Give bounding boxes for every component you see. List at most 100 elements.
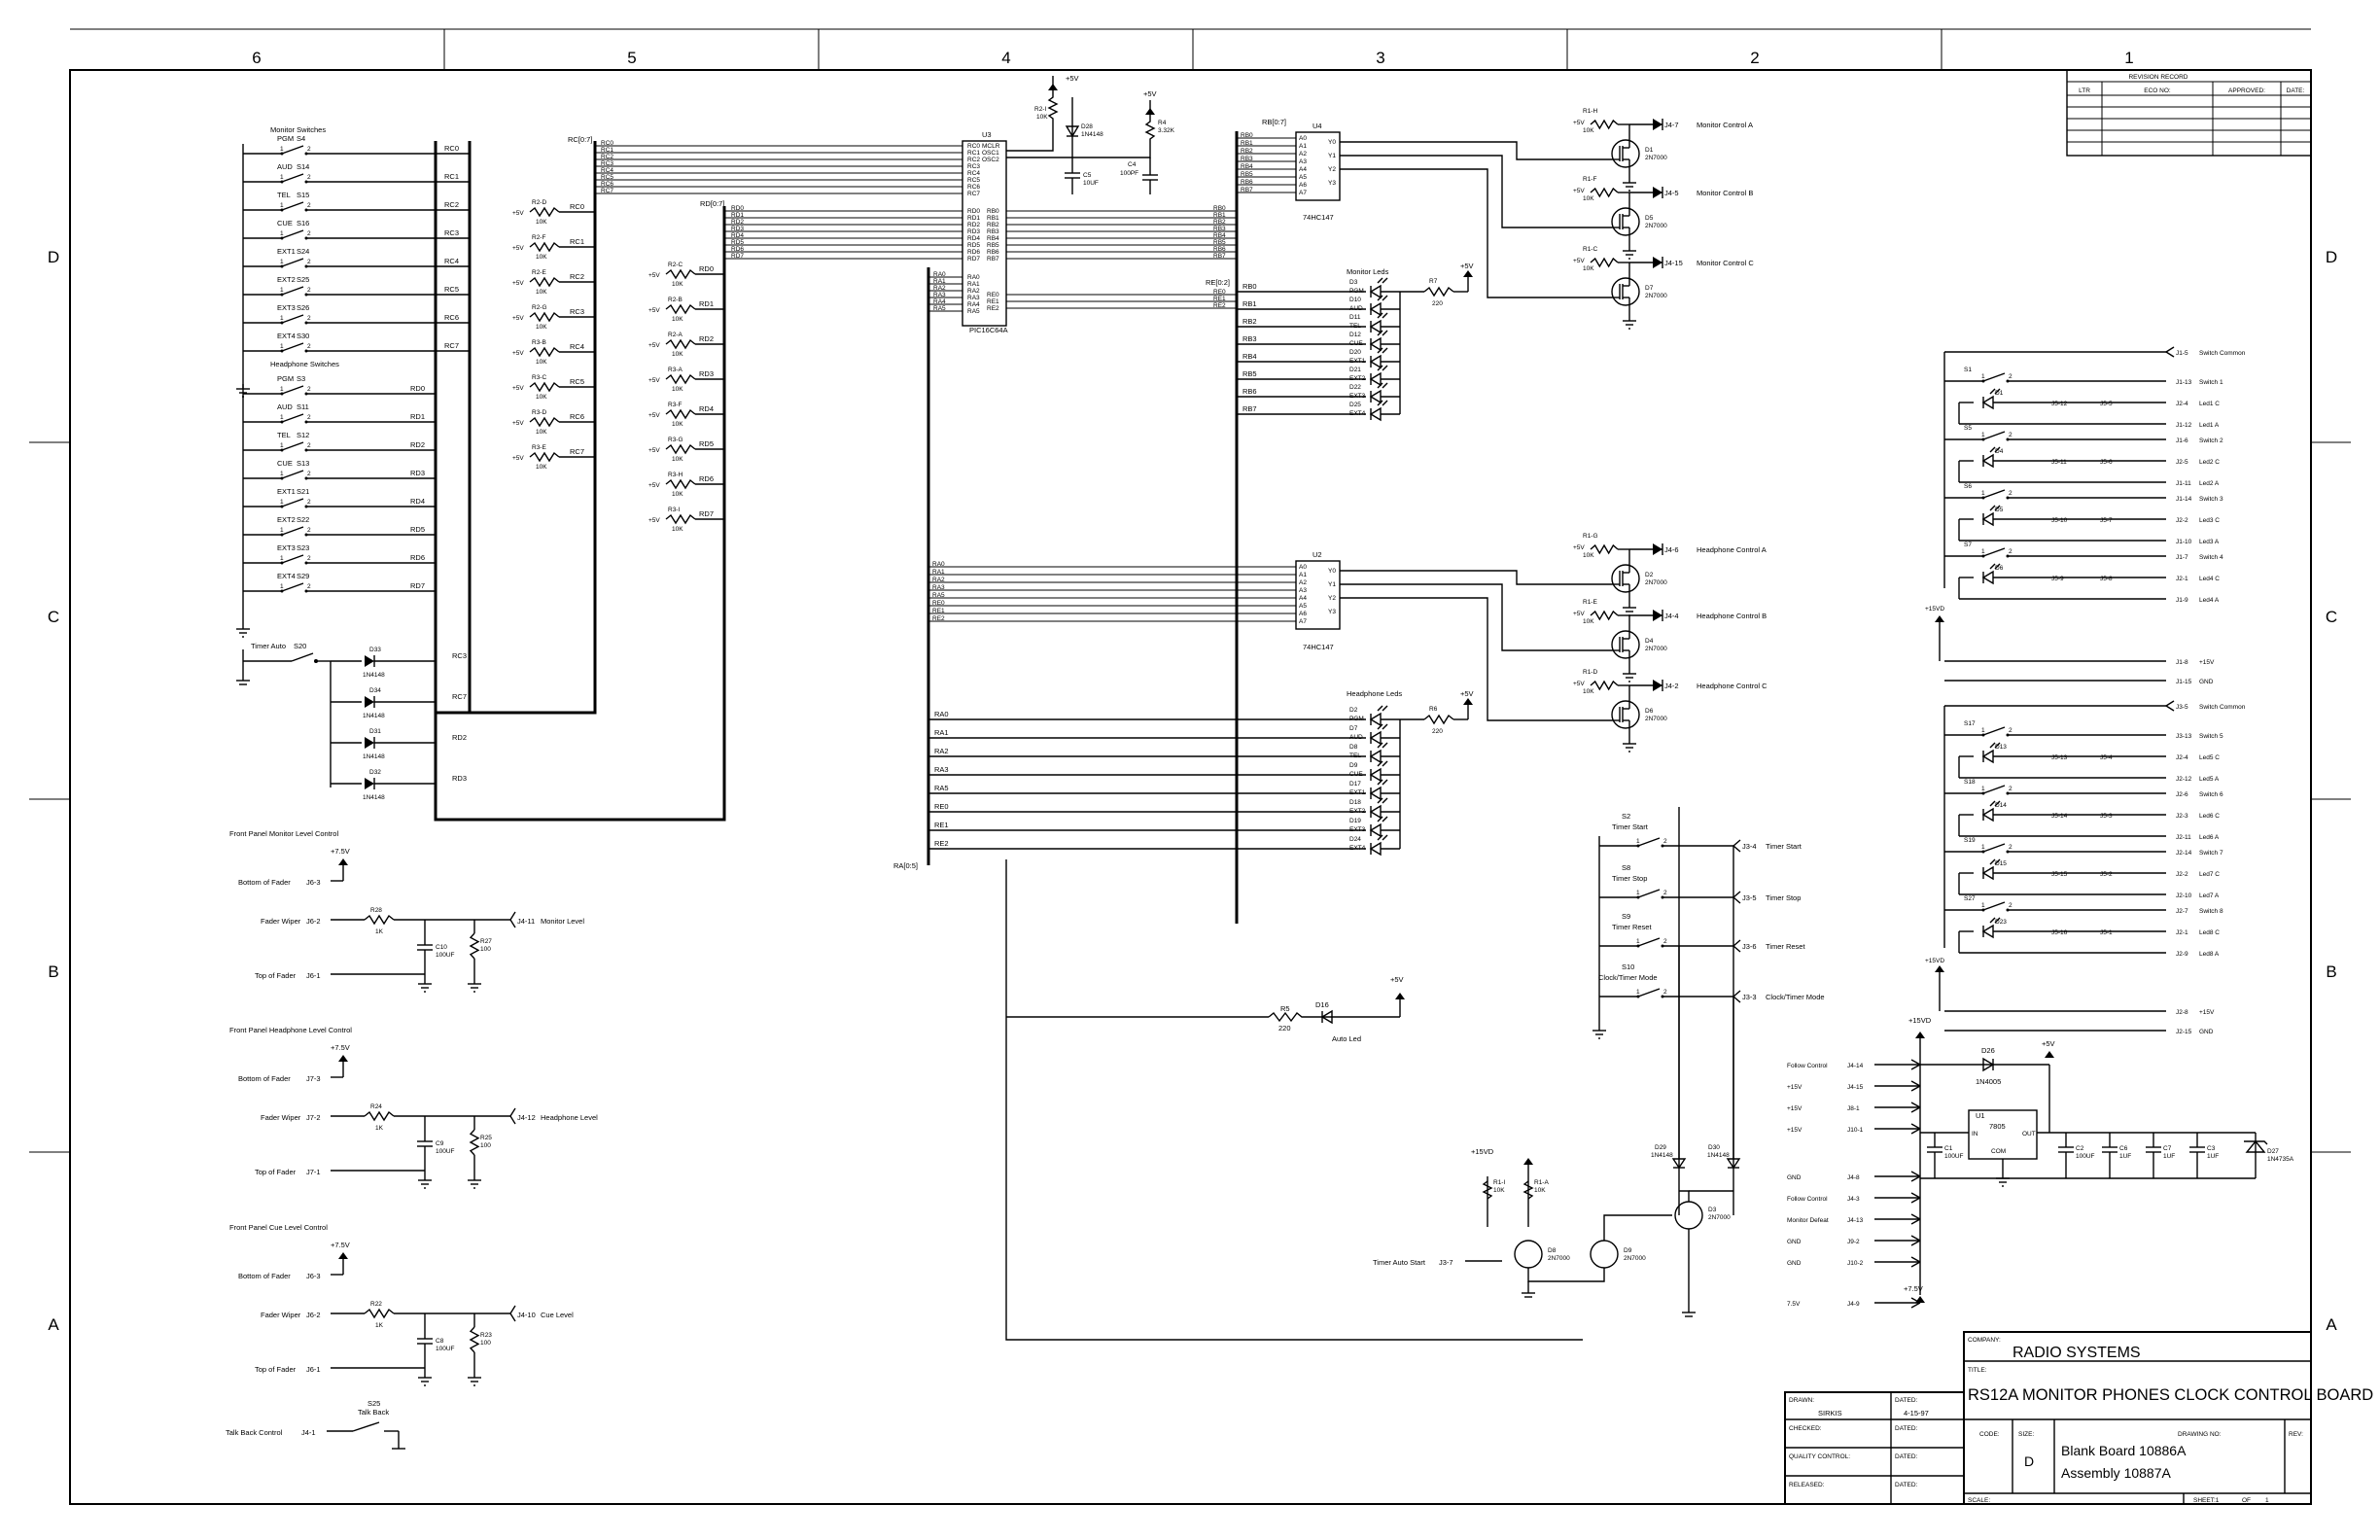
front-panel-level-controls: Front Panel Monitor Level Control+7.5VBo… <box>229 829 598 1386</box>
led-name: TEL <box>1349 752 1361 759</box>
encoder-net: RE0 <box>932 600 945 607</box>
switch-name: TEL <box>277 431 291 439</box>
pin-number: 1 <box>280 146 284 153</box>
right-conn-label: Led1 A <box>2199 422 2220 429</box>
led-res-val: 220 <box>1432 300 1443 307</box>
auto-led-supply: +5V <box>1390 975 1404 984</box>
switch-name: PGM <box>277 374 294 383</box>
j5-conn: J5-2 <box>2100 871 2113 878</box>
power-in-label: GND <box>1787 1260 1802 1267</box>
right-switch-ref: S27 <box>1964 895 1976 902</box>
pullup-ref: R3-C <box>532 374 546 381</box>
right-conn: J2-4 <box>2176 754 2188 761</box>
u3-pin-label: RB0 <box>987 208 999 215</box>
led-tel <box>1369 742 1388 764</box>
wire <box>1382 365 1388 371</box>
right-conn: J1-7 <box>2176 554 2188 561</box>
mosfet-part: 2N7000 <box>1645 646 1667 652</box>
encoder-net: RE2 <box>932 615 945 622</box>
right-conn-label: GND <box>2199 679 2214 685</box>
right-conn: J2-1 <box>2176 929 2188 936</box>
j5-conn: J5-3 <box>2100 813 2113 820</box>
wire <box>1910 1080 1921 1087</box>
pullup-ref: R3-F <box>668 402 682 408</box>
encoder-net: RB3 <box>1241 156 1253 162</box>
pin-number: 1 <box>280 259 284 265</box>
diode-ref: D32 <box>369 769 381 776</box>
switch-name: TEL <box>277 191 291 199</box>
pin-number: 2 <box>307 259 311 265</box>
encoder-pin-label: A2 <box>1299 151 1307 158</box>
right-conn-label: Led1 C <box>2199 401 2220 407</box>
led-ref: D11 <box>1349 314 1361 321</box>
level-out-label: Monitor Level <box>541 917 584 926</box>
power-cap-ref: C2 <box>2076 1145 2084 1152</box>
wire <box>1732 939 1741 947</box>
wire <box>281 441 304 451</box>
net-label: RC0 <box>570 202 584 211</box>
net-label: RC1 <box>444 172 459 181</box>
led-supply: +5V <box>1460 689 1474 698</box>
d26-part: 1N4005 <box>1976 1077 2001 1086</box>
right-conn-label: Switch Common <box>2199 350 2246 357</box>
right-conn: J1-9 <box>2176 597 2188 604</box>
right-conn-label: Switch 3 <box>2199 496 2223 503</box>
led-cue <box>1369 330 1388 352</box>
wire <box>281 413 304 423</box>
pin-number: 1 <box>1981 373 1985 380</box>
mosfet-supply: +5V <box>1573 188 1585 194</box>
net-label: RD0 <box>410 384 425 393</box>
fader-cap-ref: C10 <box>436 944 447 951</box>
right-supply: +15VD <box>1925 606 1944 612</box>
timer-out-label: Clock/Timer Mode <box>1766 993 1825 1001</box>
company-label: COMPANY: <box>1968 1337 2001 1344</box>
mosfet-res-val: 10K <box>1583 265 1594 272</box>
rc-bus-net: RC0 <box>601 140 613 147</box>
wire <box>1910 1218 1921 1225</box>
diode-symbol <box>1653 610 1662 621</box>
d26-ref: D26 <box>1981 1046 1995 1055</box>
pin-number: 1 <box>280 527 284 534</box>
wire <box>1732 945 1741 953</box>
mosfet-res-val: 10K <box>1583 688 1594 695</box>
pullup-val: 10K <box>672 456 683 463</box>
right-led-ref: D23 <box>1995 919 2007 926</box>
wire <box>1377 365 1383 371</box>
right-conn-label: Switch 1 <box>2199 379 2223 386</box>
timer-switch-ref: S2 <box>1622 812 1630 821</box>
power-cap-val: 100UF <box>2076 1153 2095 1160</box>
right-conn: J3-13 <box>2176 733 2192 740</box>
power-in-label: Follow Control <box>1787 1196 1828 1203</box>
power-in-conn: J4-3 <box>1847 1196 1860 1203</box>
r2i-val: 10K <box>1036 114 1048 121</box>
pin-number: 1 <box>1636 938 1640 945</box>
u3-pin-label: RD5 <box>967 242 980 249</box>
front-panel-title: Front Panel Monitor Level Control <box>229 829 338 838</box>
encoder-pin-label: A5 <box>1299 603 1307 610</box>
control-label: Monitor Control A <box>1697 121 1753 129</box>
mosfet-res-val: 10K <box>1583 618 1594 625</box>
wire <box>1377 834 1383 841</box>
pullup-ref: R2-G <box>532 304 547 311</box>
fader-wiper-label: Fader Wiper <box>261 917 301 926</box>
pullup-ref: R3-G <box>668 437 683 443</box>
zone-row-label: D <box>2326 248 2337 266</box>
led-body <box>1369 786 1382 801</box>
u3-pin-label: RC0 <box>967 143 980 150</box>
fader-res-ref: R28 <box>370 907 382 914</box>
mosfet-d7 <box>1611 277 1640 306</box>
led-ext3 <box>1369 816 1388 838</box>
scale-label: SCALE: <box>1968 1497 1990 1504</box>
r1i-ref: R1-I <box>1493 1179 1505 1186</box>
rc-bus-net: RC6 <box>601 181 613 188</box>
power-cap-val: 1UF <box>2163 1153 2175 1160</box>
wire <box>1377 760 1383 767</box>
timer-auto-switch: Timer Auto S20 D331N4148RC3D341N4148RC7D… <box>236 642 467 801</box>
wire <box>281 229 304 239</box>
